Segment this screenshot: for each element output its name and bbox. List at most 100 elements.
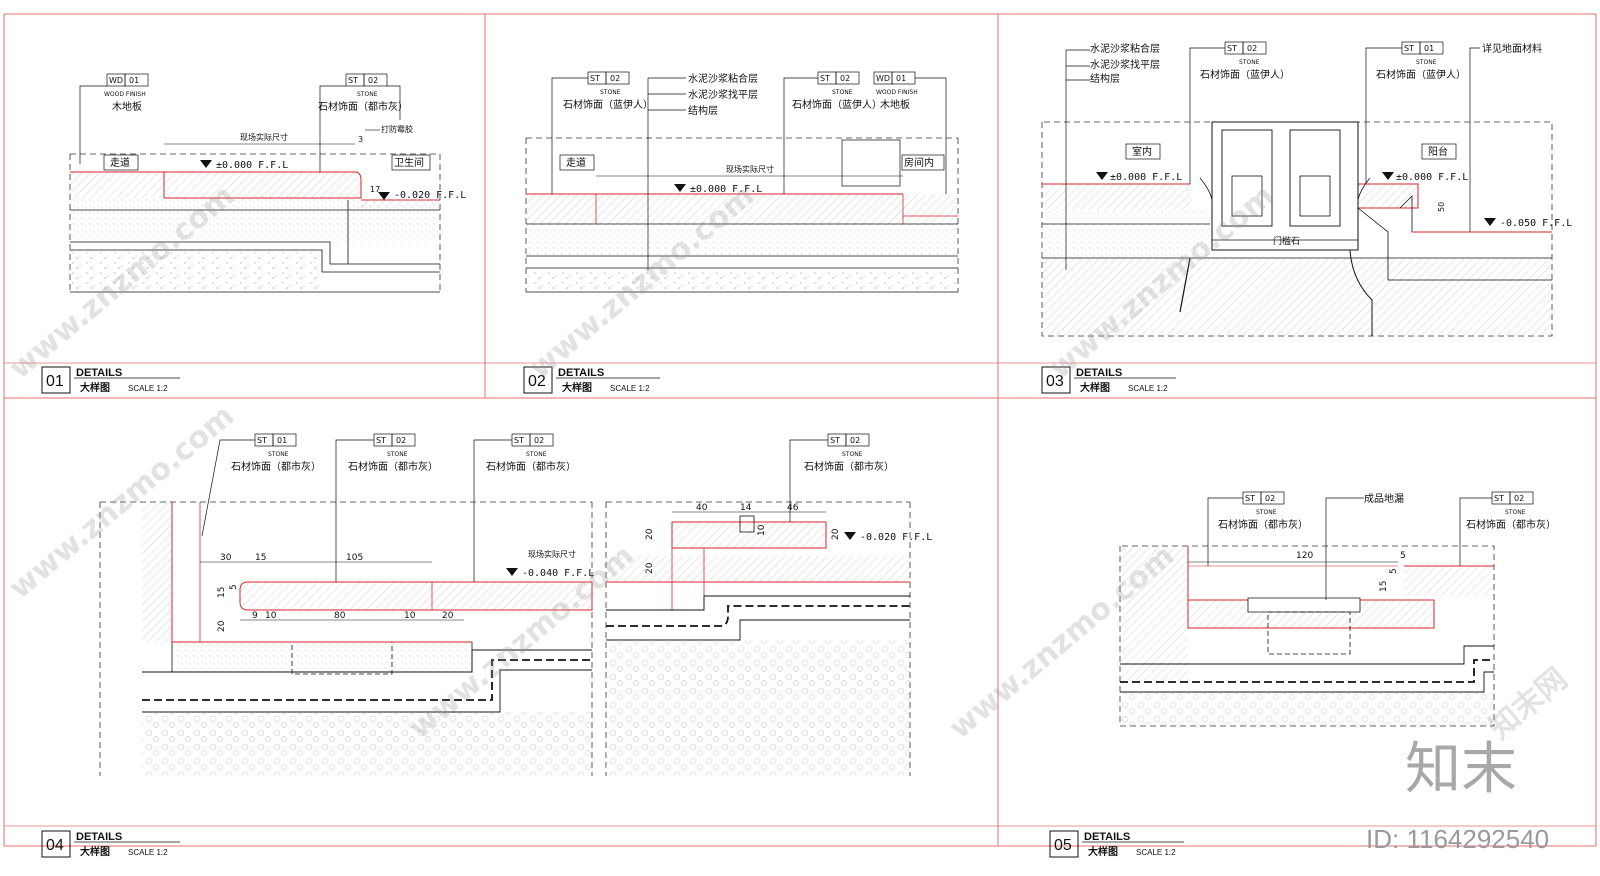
dim-3: 3	[358, 135, 363, 144]
watermark-text: 知末网	[1483, 661, 1574, 746]
material-label: 石材饰面（都市灰）	[1466, 518, 1556, 531]
level-mark: -0.040 F.F.L	[522, 568, 594, 579]
tag-type: STONE	[842, 451, 863, 458]
tag-code: ST	[348, 76, 358, 85]
tag-number: 01	[277, 436, 287, 445]
panel-title: DETAILS	[76, 367, 122, 379]
panel-title: DETAILS	[558, 367, 604, 379]
panel-scale: SCALE 1:2	[1128, 384, 1168, 393]
panel-title: DETAILS	[1084, 831, 1130, 843]
tag-number: 01	[129, 76, 139, 85]
panel-scale: SCALE 1:2	[1136, 848, 1176, 857]
room-corridor: 走道	[566, 156, 586, 169]
detail-02: ST 02 STONE 石材饰面（蓝伊人） 水泥沙浆粘合层 水泥沙浆找平层 结构…	[525, 71, 959, 293]
panel-scale: SCALE 1:2	[128, 384, 168, 393]
room-bathroom: 卫生间	[394, 156, 424, 169]
tag-st02: ST 02 STONE 石材饰面（都市灰）	[318, 73, 408, 172]
tag-code: WD	[109, 76, 123, 85]
tag-number: 02	[610, 74, 620, 83]
panel-number: 02	[528, 373, 546, 390]
dim-17: 17	[370, 185, 380, 194]
tag-st02-blue: ST 02 STONE 石材饰面（蓝伊人）	[551, 71, 653, 194]
tag-type: STONE	[526, 451, 547, 458]
layer-callouts-02: 水泥沙浆粘合层 水泥沙浆找平层 结构层	[647, 72, 758, 270]
sheet-frame	[3, 13, 1597, 847]
panel-title: DETAILS	[1076, 367, 1122, 379]
annotation-site-size: 现场实际尺寸	[240, 132, 288, 142]
tag-code: ST	[514, 436, 524, 445]
material-label: 结构层	[1090, 72, 1120, 85]
dim-20-r2: 20	[645, 562, 655, 574]
panel-scale: SCALE 1:2	[610, 384, 650, 393]
tag-number: 02	[368, 76, 378, 85]
material-label: 木地板	[112, 100, 142, 113]
annotation-mildew-glue: 打防霉胶	[381, 124, 413, 134]
level-mark: ±0.000 F.F.L	[1110, 172, 1182, 183]
level-mark: -0.020 F.F.L	[394, 190, 466, 201]
panel-number: 05	[1054, 837, 1072, 854]
tag-number: 01	[1424, 44, 1434, 53]
level-mark: ±0.000 F.F.L	[216, 160, 288, 171]
panel-subtitle: 大样图	[1088, 845, 1118, 858]
annotation-site-size: 现场实际尺寸	[528, 549, 576, 559]
material-label: 水泥沙浆粘合层	[1090, 42, 1160, 55]
tag-wd01-02: WD 01 WOOD FINISH 木地板	[873, 71, 947, 194]
room-inside: 房间内	[904, 156, 934, 169]
title-block-03: 03 DETAILS 大样图 SCALE 1:2	[1041, 366, 1176, 394]
panel-subtitle: 大样图	[80, 845, 110, 858]
detail-01: WD 01 WOOD FINISH 木地板 ST 02 STONE 石材饰面（都…	[69, 73, 466, 293]
tag-wd01: WD 01 WOOD FINISH 木地板	[79, 73, 149, 164]
title-block-01: 01 DETAILS 大样图 SCALE 1:2	[41, 366, 180, 394]
material-label: 石材饰面（都市灰）	[348, 460, 438, 473]
watermark-id: ID: 1164292540	[1366, 824, 1549, 854]
tag-code: ST	[1227, 44, 1237, 53]
tag-type: STONE	[832, 89, 853, 96]
tag-number: 02	[1514, 494, 1524, 503]
tag-number: 01	[896, 74, 906, 83]
material-label: 石材饰面（都市灰）	[1218, 518, 1308, 531]
window-frame-profile: 门槛石	[1179, 121, 1373, 336]
tag-number: 02	[1247, 44, 1257, 53]
panel-subtitle: 大样图	[562, 381, 592, 394]
room-indoor: 室内	[1132, 145, 1152, 158]
material-label: 门槛石	[1273, 235, 1300, 247]
tag-code: ST	[257, 436, 267, 445]
tag-type: STONE	[1416, 59, 1437, 66]
tag-st02-04c: ST 02 STONE 石材饰面（都市灰）	[789, 433, 894, 522]
tag-type: STONE	[1505, 509, 1526, 516]
dim-46: 46	[787, 503, 799, 513]
tag-code: WD	[876, 74, 890, 83]
tag-st02-right: ST 02 STONE 石材饰面（蓝伊人）	[783, 71, 882, 194]
panel-scale: SCALE 1:2	[128, 848, 168, 857]
material-label: 石材饰面（都市灰）	[231, 460, 321, 473]
tag-st02-04b: ST 02 STONE 石材饰面（都市灰）	[473, 433, 576, 582]
tag-type: WOOD FINISH	[104, 91, 146, 98]
dim-20: 20	[442, 611, 454, 621]
tag-st02-05a: ST 02 STONE 石材饰面（都市灰）	[1207, 491, 1308, 566]
tag-number: 02	[850, 436, 860, 445]
tag-st02-04a: ST 02 STONE 石材饰面（都市灰）	[335, 433, 438, 582]
tag-number: 02	[1265, 494, 1275, 503]
panel-subtitle: 大样图	[80, 381, 110, 394]
material-label: 石材饰面（都市灰）	[804, 460, 894, 473]
title-block-04: 04 DETAILS 大样图 SCALE 1:2	[41, 830, 180, 858]
detail-03: 门槛石 水泥沙浆粘合层 水泥沙浆找平层 结构层 ST 02 STONE 石材饰面…	[1041, 41, 1572, 337]
dim-15-v: 15	[1379, 581, 1389, 592]
material-label: 石材饰面（都市灰）	[486, 460, 576, 473]
material-label: 水泥沙浆找平层	[1090, 58, 1160, 71]
layer-callouts-03: 水泥沙浆粘合层 水泥沙浆找平层 结构层	[1065, 42, 1160, 270]
level-mark: -0.020 F.F.L	[860, 532, 932, 543]
tag-code: ST	[376, 436, 386, 445]
dim-80: 80	[334, 611, 346, 621]
tag-st02-05b: ST 02 STONE 石材饰面（都市灰）	[1459, 491, 1556, 566]
tag-number: 02	[534, 436, 544, 445]
watermark-logo: 知末	[1405, 737, 1517, 802]
tag-type: STONE	[1239, 59, 1260, 66]
material-label: 结构层	[688, 104, 718, 117]
tag-type: STONE	[600, 89, 621, 96]
annotation-site-size: 现场实际尺寸	[726, 164, 774, 174]
tag-code: ST	[590, 74, 600, 83]
material-label: 水泥沙浆找平层	[688, 88, 758, 101]
tag-type: STONE	[1256, 509, 1277, 516]
